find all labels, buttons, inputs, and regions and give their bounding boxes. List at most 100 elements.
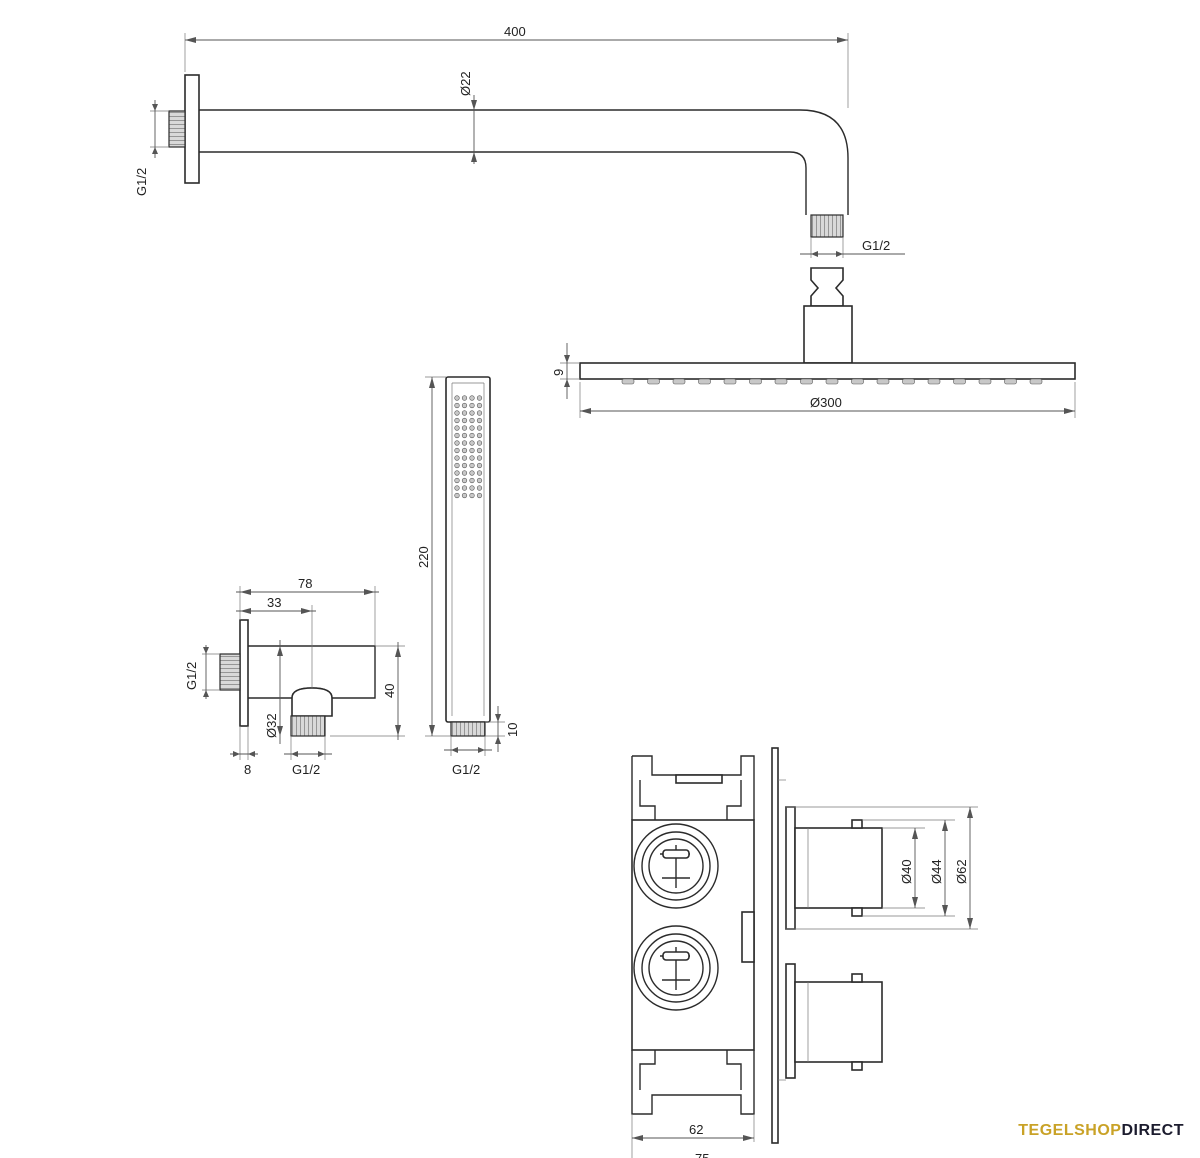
nozzle-mark xyxy=(647,378,660,385)
nozzle-dot xyxy=(476,432,483,439)
nozzle-dot xyxy=(461,485,468,491)
nozzle-dot xyxy=(476,425,483,431)
nozzle-dot xyxy=(469,455,475,461)
dim-box-depth-max: 75 xyxy=(695,1151,709,1158)
cover-plate xyxy=(771,747,779,1144)
arm-outlet-thread xyxy=(810,214,844,238)
head-plate xyxy=(579,362,1076,380)
arm-wall-thread xyxy=(168,110,186,148)
nozzle-dot xyxy=(461,395,468,401)
nozzle-dot xyxy=(469,432,475,439)
dim-outlet-wall-thread: G1/2 xyxy=(184,662,199,690)
nozzle-dot xyxy=(454,477,460,484)
thermostat-box: Ø40 Ø44 Ø62 62 75 xyxy=(631,747,978,1158)
shower-arm: 400 Ø22 G1/2 G1/2 xyxy=(134,24,905,258)
hand-shower-body xyxy=(445,376,491,723)
nozzle-dot xyxy=(454,485,460,491)
nozzle-dot xyxy=(476,410,483,416)
hand-shower: 220 10 G1/2 xyxy=(416,376,520,777)
nozzle-dot xyxy=(476,462,483,469)
nozzle-dot xyxy=(454,425,460,431)
nozzle-dot xyxy=(454,410,460,416)
nozzle-dot xyxy=(476,492,483,499)
nozzle-mark xyxy=(876,378,890,385)
nozzle-dot xyxy=(454,417,460,424)
outlet-flange xyxy=(239,619,249,727)
nozzle-dot xyxy=(454,492,460,499)
dim-knob-d3: Ø62 xyxy=(954,859,969,884)
valve-bottom xyxy=(633,925,719,1011)
dim-outlet-diameter: Ø32 xyxy=(264,713,279,738)
dim-outlet-height: 40 xyxy=(382,684,397,698)
nozzle-dot xyxy=(469,477,475,484)
nozzle-dot xyxy=(454,440,460,446)
dim-box-depth-min: 62 xyxy=(689,1122,703,1137)
dim-head-thickness: 9 xyxy=(551,369,566,376)
nozzle-mark xyxy=(978,378,992,385)
brand-part-1: TEGELSHOP xyxy=(1018,1122,1122,1139)
nozzle-mark xyxy=(723,378,737,385)
nozzle-mark xyxy=(902,378,915,385)
nozzle-dot xyxy=(454,395,460,401)
nozzle-dot xyxy=(461,492,468,499)
nozzle-dot xyxy=(476,455,483,461)
nozzle-mark xyxy=(825,378,839,385)
nozzle-dot xyxy=(461,425,468,431)
nozzle-dot xyxy=(461,402,468,409)
dim-arm-outlet-thread: G1/2 xyxy=(862,238,890,253)
nozzle-dot xyxy=(476,470,483,476)
head-neck xyxy=(803,305,853,364)
nozzle-dot xyxy=(461,462,468,469)
hand-shower-nozzles xyxy=(454,395,483,499)
dim-arm-wall-thread: G1/2 xyxy=(134,168,149,196)
outlet-bottom-thread xyxy=(290,715,326,737)
nozzle-mark xyxy=(851,378,864,385)
nozzle-dot xyxy=(469,470,475,476)
nozzle-dot xyxy=(454,432,460,439)
nozzle-dot xyxy=(461,432,468,439)
nozzle-mark xyxy=(749,378,762,385)
outlet-wall-thread xyxy=(219,653,241,691)
dim-hand-end-height: 10 xyxy=(505,723,520,737)
nozzle-dot xyxy=(461,417,468,424)
nozzle-dot xyxy=(461,440,468,446)
nozzle-dot xyxy=(461,477,468,484)
nozzle-mark xyxy=(621,378,635,385)
outlet-nipple xyxy=(291,687,333,717)
nozzle-dot xyxy=(469,395,475,401)
nozzle-dot xyxy=(454,455,460,461)
dim-arm-length: 400 xyxy=(504,24,526,39)
dim-hand-thread: G1/2 xyxy=(452,762,480,777)
nozzle-dot xyxy=(454,447,460,454)
nozzle-dot xyxy=(476,395,483,401)
nozzle-dot xyxy=(469,402,475,409)
valve-top xyxy=(633,823,719,909)
dim-knob-d2: Ø44 xyxy=(929,859,944,884)
nozzle-dot xyxy=(469,440,475,446)
nozzle-dot xyxy=(461,410,468,416)
nozzle-dot xyxy=(476,485,483,491)
dim-outlet-thread: G1/2 xyxy=(292,762,320,777)
nozzle-dot xyxy=(469,425,475,431)
nozzle-dot xyxy=(461,470,468,476)
nozzle-dot xyxy=(476,417,483,424)
nozzle-dot xyxy=(469,485,475,491)
nozzle-mark xyxy=(953,378,966,385)
nozzle-mark xyxy=(1029,378,1043,385)
nozzle-dot xyxy=(476,477,483,484)
nozzle-dot xyxy=(469,492,475,499)
arm-tube xyxy=(199,109,849,215)
dim-outlet-offset: 33 xyxy=(267,595,281,610)
dim-outlet-length: 78 xyxy=(298,576,312,591)
nozzle-dot xyxy=(461,455,468,461)
nozzle-dot xyxy=(454,462,460,469)
nozzle-mark xyxy=(1004,378,1017,385)
head-nozzles xyxy=(621,378,1043,385)
brand-logo: TEGELSHOPDIRECT xyxy=(1018,1122,1184,1140)
wall-outlet: 78 33 40 Ø32 G1/2 8 xyxy=(184,576,405,777)
knob-bottom xyxy=(785,963,883,1079)
brand-part-2: DIRECT xyxy=(1121,1122,1184,1139)
nozzle-dot xyxy=(469,462,475,469)
box-body xyxy=(631,819,755,1051)
nozzle-mark xyxy=(672,378,686,385)
